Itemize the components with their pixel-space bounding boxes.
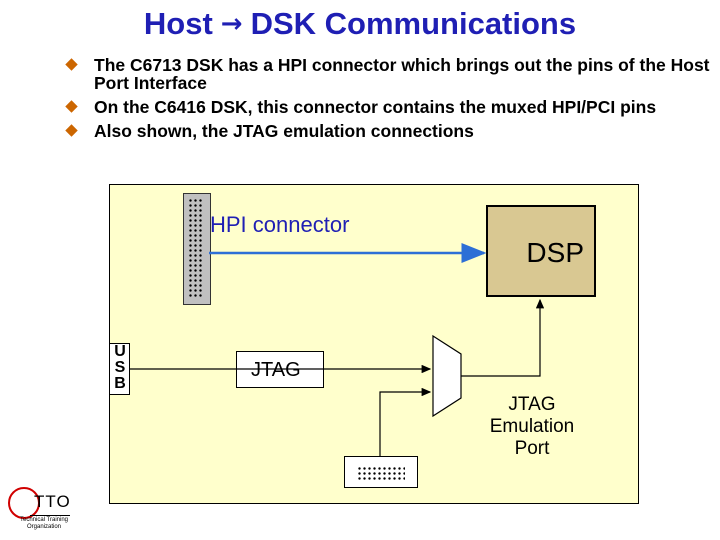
jtag-emulation-port bbox=[344, 456, 418, 488]
arrow-right-icon: → bbox=[220, 9, 243, 39]
jtag-box: JTAG bbox=[236, 351, 324, 388]
bullet-item: The C6713 DSK has a HPI connector which … bbox=[65, 55, 716, 93]
usb-label: USB bbox=[114, 343, 126, 392]
tto-logo: TTO Technical Training Organization bbox=[6, 487, 76, 539]
jtag-label: JTAG bbox=[251, 359, 301, 381]
diamond-bullet-icon bbox=[65, 58, 78, 71]
bullet-list: The C6713 DSK has a HPI connector which … bbox=[65, 55, 716, 146]
bullet-text: On the C6416 DSK, this connector contain… bbox=[94, 97, 657, 117]
dsp-label: DSP bbox=[526, 237, 584, 268]
bullet-item: On the C6416 DSK, this connector contain… bbox=[65, 97, 716, 117]
logo-divider bbox=[30, 515, 70, 516]
title-left: Host bbox=[143, 6, 213, 41]
diamond-bullet-icon bbox=[65, 100, 78, 113]
logo-text: TTO bbox=[34, 492, 71, 511]
logo-ring bbox=[8, 487, 40, 519]
usb-port: USB bbox=[109, 343, 130, 395]
page-title: Host→DSK Communications bbox=[0, 6, 720, 42]
port-pins bbox=[357, 466, 405, 480]
hpi-connector-label: HPI connector bbox=[210, 212, 350, 237]
hpi-connector bbox=[183, 193, 211, 305]
bullet-text: Also shown, the JTAG emulation connectio… bbox=[94, 121, 474, 141]
jtag-emulation-port-label: JTAG Emulation Port bbox=[489, 394, 575, 459]
bullet-text: The C6713 DSK has a HPI connector which … bbox=[94, 55, 710, 93]
bullet-item: Also shown, the JTAG emulation connectio… bbox=[65, 121, 716, 141]
dsp-block: DSP bbox=[486, 205, 596, 297]
title-right: DSK Communications bbox=[250, 6, 577, 41]
logo-subtitle: Technical Training Organization bbox=[19, 517, 69, 530]
connector-pins bbox=[188, 198, 204, 298]
diamond-bullet-icon bbox=[65, 124, 78, 137]
